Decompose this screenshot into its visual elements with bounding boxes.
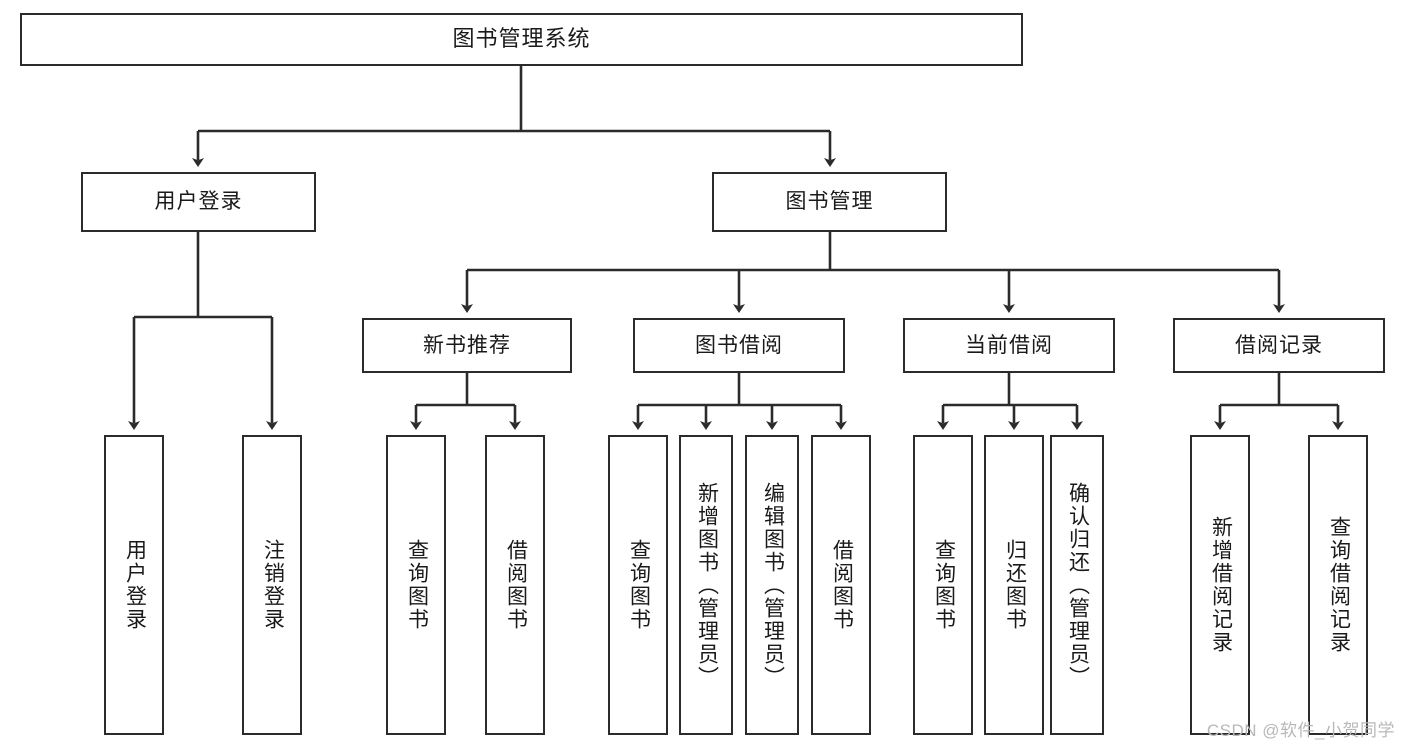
node-current-borrow-label: 当前借阅 (965, 333, 1053, 357)
node-leaf-logout-label: 注销登录 (261, 539, 285, 631)
node-root[interactable]: 图书管理系统 (20, 13, 1023, 66)
node-leaf-add-record[interactable]: 新增借阅记录 (1190, 435, 1250, 735)
node-leaf-add-book-label: 新增图书（管理员） (695, 481, 719, 689)
node-leaf-user-login-label: 用户登录 (123, 539, 147, 631)
node-leaf-query-book-2-label: 查询图书 (627, 539, 651, 631)
node-leaf-borrow-book-2-label: 借阅图书 (830, 539, 854, 631)
node-leaf-return-book[interactable]: 归还图书 (984, 435, 1044, 735)
csdn-watermark: CSDN @软件_小贺同学 (1206, 721, 1395, 740)
node-book-manage[interactable]: 图书管理 (712, 172, 947, 232)
node-leaf-query-book-1-label: 查询图书 (405, 539, 429, 631)
node-leaf-return-book-label: 归还图书 (1003, 539, 1027, 631)
node-user-login[interactable]: 用户登录 (81, 172, 316, 232)
node-leaf-user-login[interactable]: 用户登录 (104, 435, 164, 735)
node-leaf-borrow-book-2[interactable]: 借阅图书 (811, 435, 871, 735)
node-book-borrow-label: 图书借阅 (695, 333, 783, 357)
node-leaf-confirm-return[interactable]: 确认归还（管理员） (1050, 435, 1104, 735)
node-user-login-label: 用户登录 (154, 190, 243, 214)
node-new-book-rec[interactable]: 新书推荐 (362, 318, 572, 373)
node-leaf-edit-book[interactable]: 编辑图书（管理员） (745, 435, 799, 735)
node-current-borrow[interactable]: 当前借阅 (903, 318, 1115, 373)
node-leaf-confirm-return-label: 确认归还（管理员） (1066, 481, 1090, 689)
node-new-book-rec-label: 新书推荐 (423, 333, 511, 357)
node-book-borrow[interactable]: 图书借阅 (633, 318, 845, 373)
node-leaf-query-book-3-label: 查询图书 (932, 539, 956, 631)
node-leaf-edit-book-label: 编辑图书（管理员） (761, 481, 785, 689)
node-leaf-query-book-2[interactable]: 查询图书 (608, 435, 668, 735)
node-leaf-add-record-label: 新增借阅记录 (1209, 516, 1233, 654)
node-leaf-add-book[interactable]: 新增图书（管理员） (679, 435, 733, 735)
node-leaf-query-record[interactable]: 查询借阅记录 (1308, 435, 1368, 735)
node-book-manage-label: 图书管理 (785, 190, 874, 214)
node-leaf-borrow-book-1[interactable]: 借阅图书 (485, 435, 545, 735)
node-leaf-borrow-book-1-label: 借阅图书 (504, 539, 528, 631)
node-leaf-query-book-3[interactable]: 查询图书 (913, 435, 973, 735)
node-root-label: 图书管理系统 (452, 26, 591, 52)
node-leaf-query-book-1[interactable]: 查询图书 (386, 435, 446, 735)
node-borrow-record[interactable]: 借阅记录 (1173, 318, 1385, 373)
node-leaf-query-record-label: 查询借阅记录 (1327, 516, 1351, 654)
node-borrow-record-label: 借阅记录 (1235, 333, 1323, 357)
node-leaf-logout[interactable]: 注销登录 (242, 435, 302, 735)
